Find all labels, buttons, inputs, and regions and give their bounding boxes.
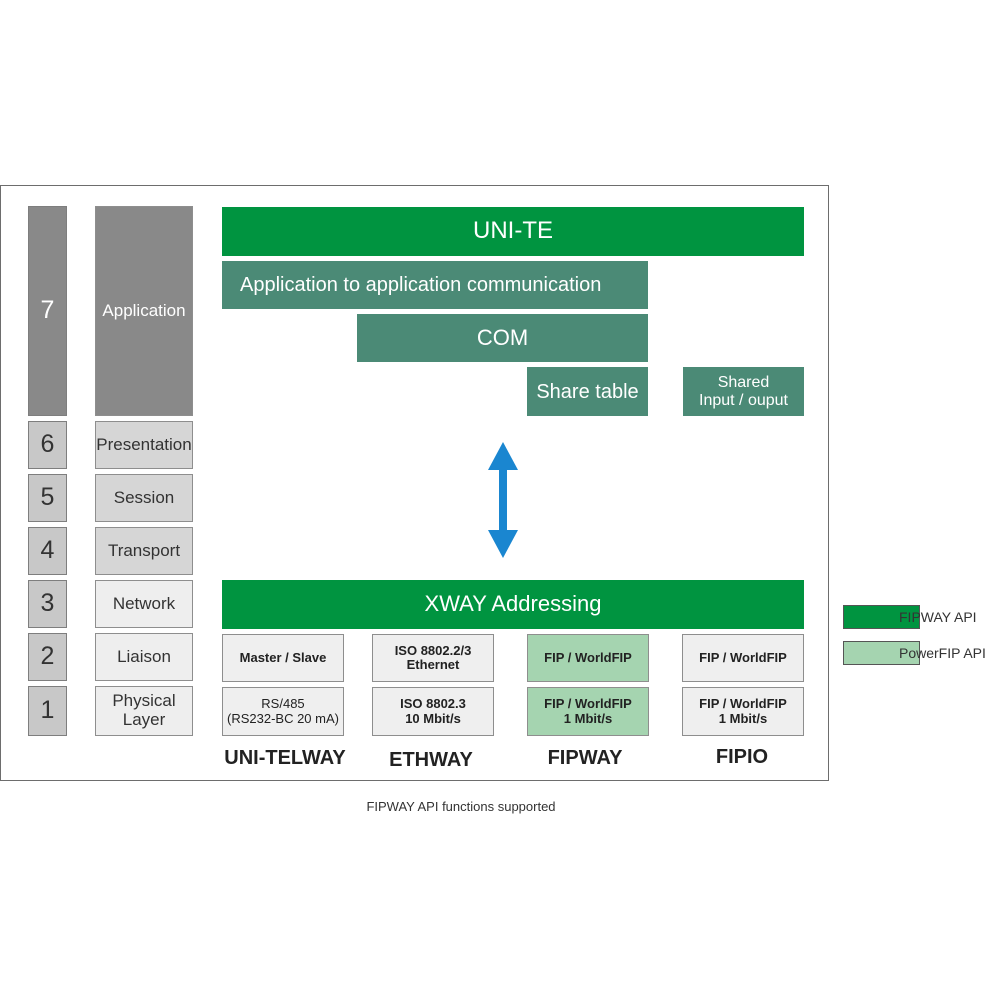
uni-telway-layer1-cell: RS/485 (RS232-BC 20 mA) [222, 687, 344, 736]
ethway-layer2-cell: ISO 8802.2/3 Ethernet [372, 634, 494, 682]
unite-bar: UNI-TE [222, 207, 804, 256]
layer-name-application: Application [95, 206, 193, 416]
layer-number-7: 7 [28, 206, 67, 416]
layer-name-presentation: Presentation [95, 421, 193, 469]
layer-name-network: Network [95, 580, 193, 628]
ethway-layer1-cell: ISO 8802.3 10 Mbit/s [372, 687, 494, 736]
layer-number-5: 5 [28, 474, 67, 522]
column-title-uni-telway: UNI-TELWAY [224, 747, 346, 769]
uni-telway-layer2-cell: Master / Slave [222, 634, 344, 682]
legend-label-fipway-api: FIPWAY API [899, 609, 977, 625]
legend-swatch-powerfip-api [843, 641, 920, 665]
fipio-layer2-cell: FIP / WorldFIP [682, 634, 804, 682]
fipio-layer1-cell: FIP / WorldFIP 1 Mbit/s [682, 687, 804, 736]
fipway-layer1-cell: FIP / WorldFIP 1 Mbit/s [527, 687, 649, 736]
column-title-fipway: FIPWAY [547, 747, 623, 769]
column-title-ethway: ETHWAY [389, 749, 473, 771]
column-title-fipio: FIPIO [715, 746, 769, 768]
layer-name-transport: Transport [95, 527, 193, 575]
layer-number-1: 1 [28, 686, 67, 736]
xway-addressing-bar: XWAY Addressing [222, 580, 804, 629]
legend-swatch-fipway-api [843, 605, 920, 629]
layer-name-liaison: Liaison [95, 633, 193, 681]
double-arrow-icon [488, 442, 518, 558]
layer-number-3: 3 [28, 580, 67, 628]
layer-number-2: 2 [28, 633, 67, 681]
layer-number-4: 4 [28, 527, 67, 575]
fipway-layer2-cell: FIP / WorldFIP [527, 634, 649, 682]
com-bar: COM [357, 314, 648, 362]
legend-label-powerfip-api: PowerFIP API [899, 645, 986, 661]
shared-io-box: Shared Input / ouput [683, 367, 804, 416]
figure-caption: FIPWAY API functions supported [366, 799, 556, 814]
app-to-app-bar: Application to application communication [222, 261, 648, 309]
layer-name-session: Session [95, 474, 193, 522]
layer-name-physical: Physical Layer [95, 686, 193, 736]
share-table-box: Share table [527, 367, 648, 416]
layer-number-6: 6 [28, 421, 67, 469]
